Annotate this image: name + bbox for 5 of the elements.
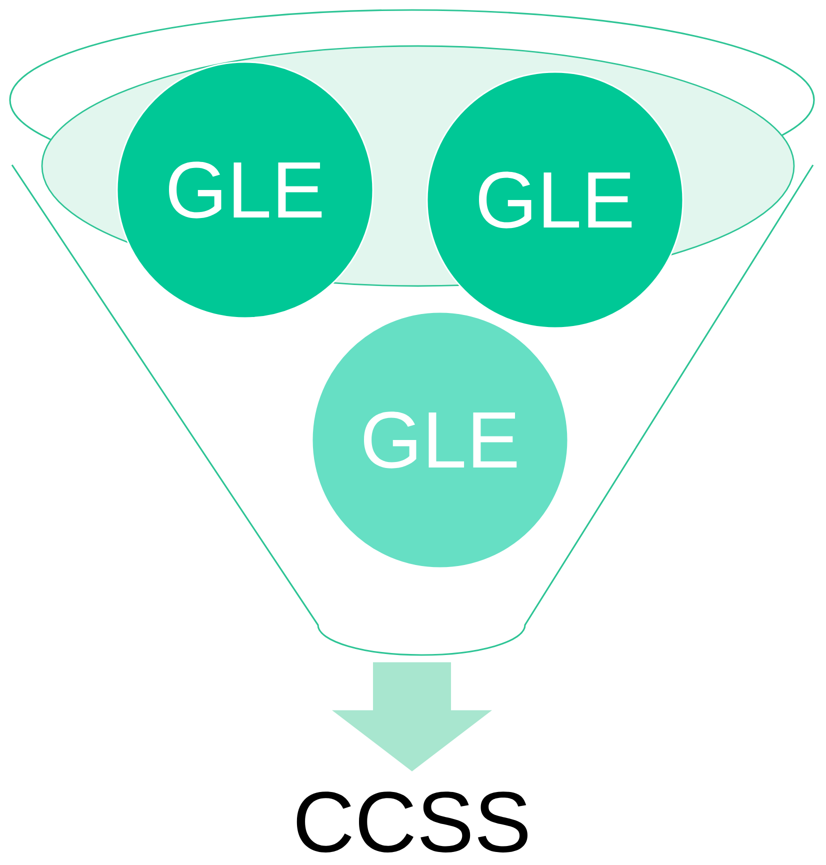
circle-node: GLE xyxy=(116,61,374,319)
block-arrow xyxy=(332,662,492,772)
circle-node: GLE xyxy=(311,311,569,569)
result-label: CCSS xyxy=(296,792,528,852)
circle-node: GLE xyxy=(426,71,684,329)
